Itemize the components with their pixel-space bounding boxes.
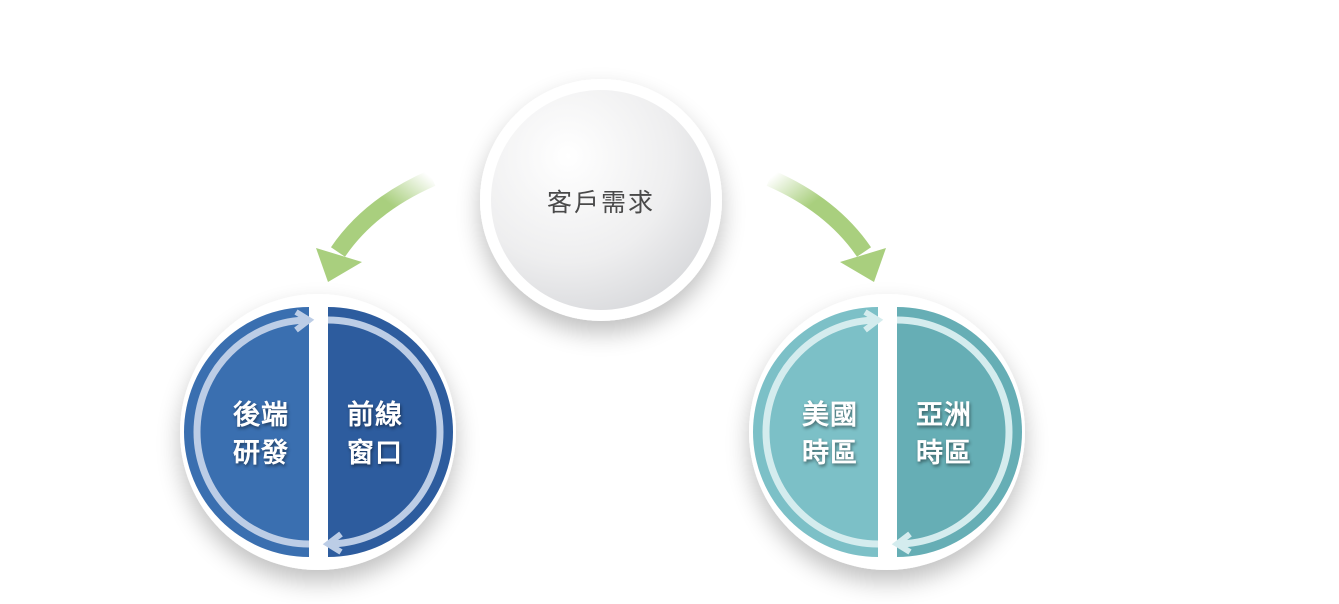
- right-node: [749, 294, 1025, 570]
- label-line: 研發: [233, 438, 289, 469]
- backend-rd-label: 後端 研發: [221, 397, 301, 473]
- center-label: 客戶需求: [546, 188, 655, 217]
- center-node: [480, 79, 722, 321]
- label-line: 前線: [347, 400, 403, 431]
- frontline-window-label: 前線 窗口: [335, 397, 415, 473]
- label-line: 時區: [916, 438, 972, 469]
- label-line: 時區: [802, 438, 858, 469]
- label-line: 窗口: [347, 438, 403, 469]
- arrow-to-left: [316, 170, 436, 282]
- label-line: 美國: [802, 400, 858, 431]
- us-timezone-label: 美國 時區: [790, 397, 870, 473]
- label-line: 後端: [233, 400, 289, 431]
- label-line: 亞洲: [916, 400, 972, 431]
- left-node: [180, 294, 456, 570]
- asia-timezone-label: 亞洲 時區: [904, 397, 984, 473]
- arrow-to-right: [766, 170, 886, 282]
